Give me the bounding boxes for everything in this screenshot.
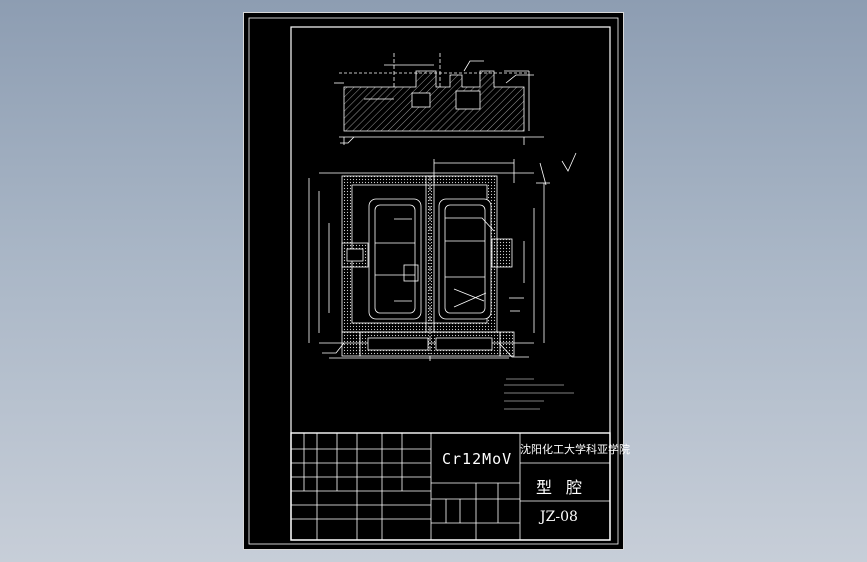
material-label: Cr12MoV	[442, 450, 513, 468]
outer-frame	[248, 17, 619, 545]
section-view	[334, 53, 544, 145]
part-name: 型腔	[536, 478, 597, 497]
cad-drawing	[248, 17, 619, 545]
plan-view	[308, 152, 577, 363]
title-block	[290, 432, 611, 541]
drawing-number: JZ-08	[540, 509, 578, 525]
school-name: 沈阳化工大学科亚学院	[520, 443, 630, 456]
drawing-sheet: Cr12MoV 沈阳化工大学科亚学院 型腔 JZ-08	[243, 12, 630, 550]
technical-notes	[504, 378, 574, 410]
